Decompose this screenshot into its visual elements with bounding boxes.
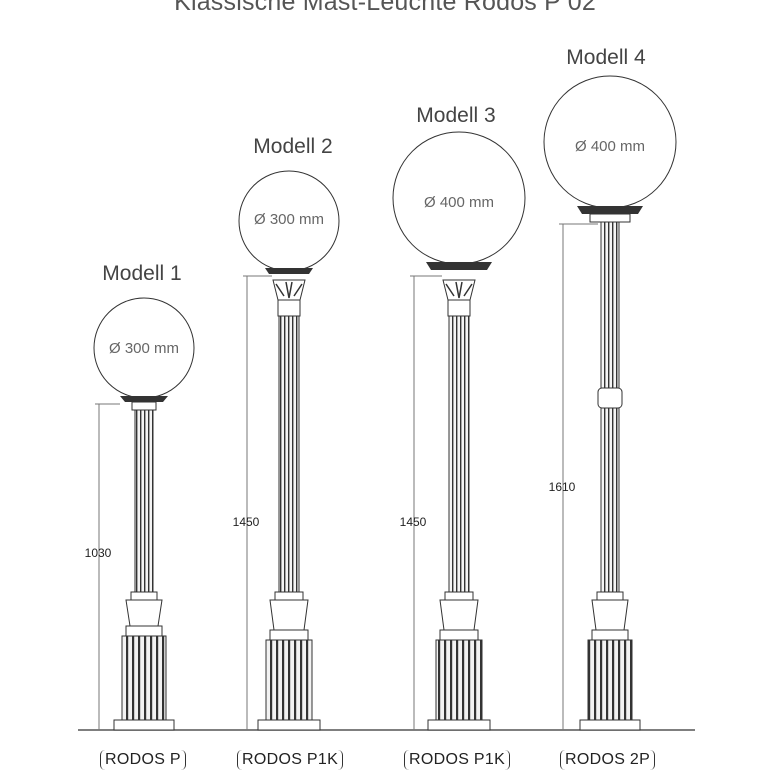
product-name-3: RODOS P1K: [404, 750, 511, 770]
product-name-2: RODOS P1K: [237, 750, 344, 770]
diameter-label-4: Ø 400 mm: [574, 138, 646, 155]
diameter-label-1: Ø 300 mm: [108, 340, 180, 357]
model-label-4: Modell 4: [566, 46, 646, 69]
height-dimension-model-1: [95, 403, 120, 730]
model-label-2: Modell 2: [253, 135, 333, 158]
lamp-model-4: [543, 75, 677, 731]
height-dimension-model-2: [243, 275, 272, 730]
height-label-3: 1450: [399, 515, 427, 529]
height-dimension-model-3: [410, 275, 442, 730]
lamp-model-3: [392, 131, 526, 731]
diameter-label-3: Ø 400 mm: [423, 194, 495, 211]
height-dimension-model-4: [559, 223, 598, 730]
height-label-1: 1030: [84, 546, 112, 560]
diameter-label-2: Ø 300 mm: [253, 211, 325, 228]
product-name-1: RODOS P: [100, 750, 186, 770]
height-label-4: 1610: [548, 480, 576, 494]
model-label-1: Modell 1: [102, 262, 182, 285]
page-title: Klassische Mast-Leuchte Rodos P 02: [174, 0, 596, 16]
product-name-4: RODOS 2P: [560, 750, 656, 770]
lamp-model-2: [238, 170, 340, 731]
height-label-2: 1450: [232, 515, 260, 529]
lamp-model-1: [93, 297, 195, 731]
model-label-3: Modell 3: [416, 104, 496, 127]
